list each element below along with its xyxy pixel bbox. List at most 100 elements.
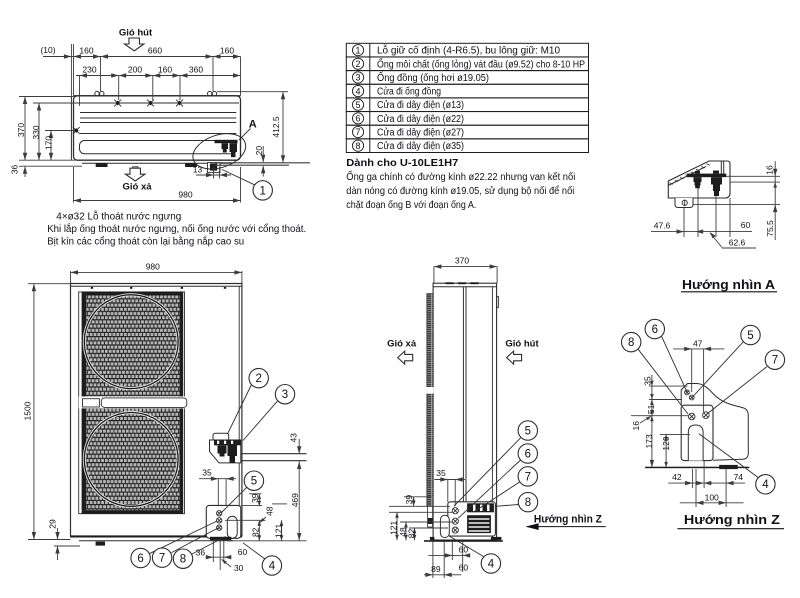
svg-text:Cửa đi dây điện (ø35): Cửa đi dây điện (ø35)	[377, 140, 464, 152]
svg-text:51: 51	[646, 404, 656, 414]
svg-text:dàn nóng có đường kính ø19.05,: dàn nóng có đường kính ø19.05, sử dụng b…	[346, 185, 574, 197]
svg-text:Hướng nhìn A: Hướng nhìn A	[682, 277, 776, 292]
svg-text:7: 7	[525, 471, 531, 483]
svg-text:4: 4	[488, 558, 495, 570]
svg-text:60: 60	[459, 562, 469, 572]
svg-text:660: 660	[148, 46, 162, 56]
svg-text:Bịt kín các cổng thoát còn lại: Bịt kín các cổng thoát còn lại bằng nắp …	[47, 235, 244, 248]
svg-text:chặt đoạn ống B với đoạn ống A: chặt đoạn ống B với đoạn ống A.	[346, 199, 476, 211]
svg-text:29: 29	[47, 519, 57, 529]
svg-text:5: 5	[356, 100, 361, 110]
svg-text:2: 2	[255, 373, 261, 385]
svg-text:75.5: 75.5	[765, 220, 775, 237]
svg-text:8: 8	[628, 337, 634, 349]
svg-text:1500: 1500	[22, 401, 32, 420]
svg-text:47: 47	[693, 338, 703, 348]
svg-text:370: 370	[455, 256, 469, 266]
svg-text:39: 39	[250, 493, 260, 503]
svg-text:5: 5	[747, 330, 753, 342]
svg-text:20: 20	[254, 146, 264, 156]
svg-text:173: 173	[644, 434, 654, 448]
svg-text:8: 8	[180, 554, 186, 566]
svg-text:16: 16	[764, 165, 774, 175]
svg-text:8: 8	[525, 497, 531, 509]
svg-text:82: 82	[251, 527, 261, 537]
svg-text:3: 3	[282, 389, 288, 401]
svg-text:5: 5	[251, 476, 257, 488]
svg-text:47.6: 47.6	[654, 221, 671, 231]
svg-text:89: 89	[431, 564, 441, 574]
svg-text:1: 1	[356, 45, 361, 55]
svg-text:4×ø32 Lỗ thoát nước ngưng: 4×ø32 Lỗ thoát nước ngưng	[56, 210, 181, 223]
svg-text:Ống môi chất (ống lỏng) vát đầ: Ống môi chất (ống lỏng) vát đầu (ø9.52) …	[377, 56, 585, 70]
svg-text:Ống ga chính có đường kính ø22: Ống ga chính có đường kính ø22.22 nhưng …	[346, 169, 575, 183]
svg-text:980: 980	[146, 261, 160, 271]
svg-text:16: 16	[631, 421, 641, 431]
svg-text:6: 6	[137, 553, 143, 565]
svg-text:35: 35	[642, 376, 652, 386]
svg-text:35: 35	[202, 467, 212, 477]
svg-text:Hướng nhìn Z: Hướng nhìn Z	[684, 512, 780, 527]
svg-text:5: 5	[525, 425, 531, 437]
svg-text:62.6: 62.6	[729, 238, 746, 248]
svg-text:7: 7	[159, 553, 165, 565]
svg-text:Gió hút: Gió hút	[119, 28, 153, 39]
svg-text:121: 121	[273, 523, 283, 537]
svg-text:60: 60	[741, 220, 751, 230]
svg-text:Cửa đi dây điện (ø13): Cửa đi dây điện (ø13)	[377, 99, 464, 111]
svg-text:82: 82	[406, 529, 416, 539]
svg-text:2: 2	[356, 59, 361, 69]
svg-text:13: 13	[193, 165, 203, 175]
svg-text:1: 1	[259, 185, 265, 197]
svg-text:8: 8	[356, 141, 361, 151]
svg-text:4: 4	[356, 86, 361, 96]
svg-text:370: 370	[16, 123, 26, 137]
svg-text:48: 48	[398, 527, 408, 537]
svg-text:6: 6	[356, 114, 361, 124]
svg-text:160: 160	[158, 65, 172, 75]
svg-text:4: 4	[269, 560, 276, 572]
svg-text:39: 39	[404, 495, 414, 505]
svg-text:200: 200	[128, 65, 142, 75]
svg-text:6: 6	[525, 448, 531, 460]
svg-text:230: 230	[82, 65, 96, 75]
svg-text:60: 60	[459, 545, 469, 555]
svg-text:Cửa đi dây điện (ø27): Cửa đi dây điện (ø27)	[377, 127, 464, 139]
svg-text:(10): (10)	[40, 45, 55, 55]
svg-text:7: 7	[356, 127, 361, 137]
svg-text:100: 100	[705, 492, 719, 502]
svg-text:30: 30	[234, 563, 244, 573]
svg-text:Dành cho U-10LE1H7: Dành cho U-10LE1H7	[346, 157, 458, 169]
svg-text:120: 120	[661, 436, 671, 450]
svg-text:Gió xả: Gió xả	[122, 182, 152, 193]
svg-text:35: 35	[436, 468, 446, 478]
svg-text:3: 3	[356, 73, 361, 83]
svg-text:42: 42	[672, 472, 682, 482]
svg-text:469: 469	[290, 493, 300, 507]
svg-text:36: 36	[196, 547, 206, 557]
svg-text:4: 4	[762, 479, 769, 491]
svg-text:Hướng nhìn Z: Hướng nhìn Z	[534, 514, 602, 526]
svg-text:360: 360	[189, 65, 203, 75]
svg-text:60: 60	[238, 547, 248, 557]
svg-text:Gió hút: Gió hút	[505, 339, 539, 350]
svg-text:980: 980	[178, 190, 192, 200]
svg-text:121: 121	[388, 521, 398, 535]
svg-text:36: 36	[9, 165, 19, 175]
svg-text:330: 330	[31, 125, 41, 139]
svg-text:Lỗ giữ cố định (4-R6.5), bu lô: Lỗ giữ cố định (4-R6.5), bu lông giữ: M1…	[377, 44, 560, 57]
svg-text:74: 74	[734, 472, 744, 482]
svg-text:Cửa đi ống đồng: Cửa đi ống đồng	[377, 86, 441, 98]
svg-text:160: 160	[79, 46, 93, 56]
svg-text:Ống đồng (ống hơi ø19.05): Ống đồng (ống hơi ø19.05)	[377, 70, 489, 84]
svg-text:160: 160	[220, 46, 234, 56]
svg-text:48: 48	[264, 506, 274, 516]
svg-text:Cửa đi dây điện (ø22): Cửa đi dây điện (ø22)	[377, 113, 464, 125]
svg-text:A: A	[249, 118, 257, 130]
svg-text:412.5: 412.5	[271, 116, 281, 138]
svg-text:Gió xả: Gió xả	[387, 339, 417, 350]
svg-text:7: 7	[772, 355, 778, 367]
svg-text:43: 43	[289, 433, 299, 443]
svg-text:Khi lắp ống thoát nước ngưng,: Khi lắp ống thoát nước ngưng, nối ống nư…	[47, 222, 306, 235]
svg-text:170: 170	[43, 136, 53, 150]
